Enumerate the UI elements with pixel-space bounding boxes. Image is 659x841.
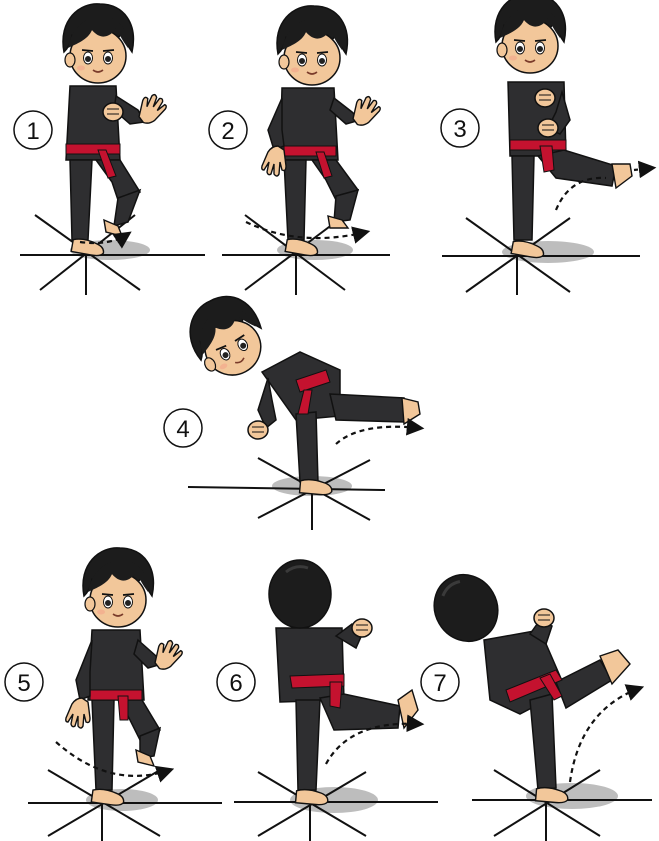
- belt: [510, 140, 566, 150]
- motion-arrow: [634, 168, 652, 170]
- step-number: 5: [17, 670, 30, 697]
- step-number: 2: [221, 118, 234, 145]
- step-number: 3: [453, 116, 466, 143]
- belt: [66, 144, 120, 154]
- step-4-illustration: 4: [164, 285, 420, 530]
- step-6-illustration: 6: [217, 560, 438, 841]
- belt: [284, 146, 336, 156]
- step-3-illustration: 3: [441, 0, 652, 295]
- step-2-illustration: 2: [209, 6, 390, 295]
- motion-arrow: [336, 427, 420, 444]
- step-1-illustration: 1: [14, 4, 205, 295]
- step-number: 7: [433, 670, 446, 697]
- belt: [90, 690, 142, 700]
- impact-lines: [188, 445, 385, 530]
- step-number: 4: [176, 416, 189, 443]
- step-number: 6: [229, 670, 242, 697]
- step-number: 1: [26, 118, 39, 145]
- step-7-illustration: 7: [421, 563, 652, 841]
- motion-arrow: [246, 222, 366, 238]
- step-5-illustration: 5: [5, 548, 222, 841]
- motion-arrow: [570, 688, 640, 782]
